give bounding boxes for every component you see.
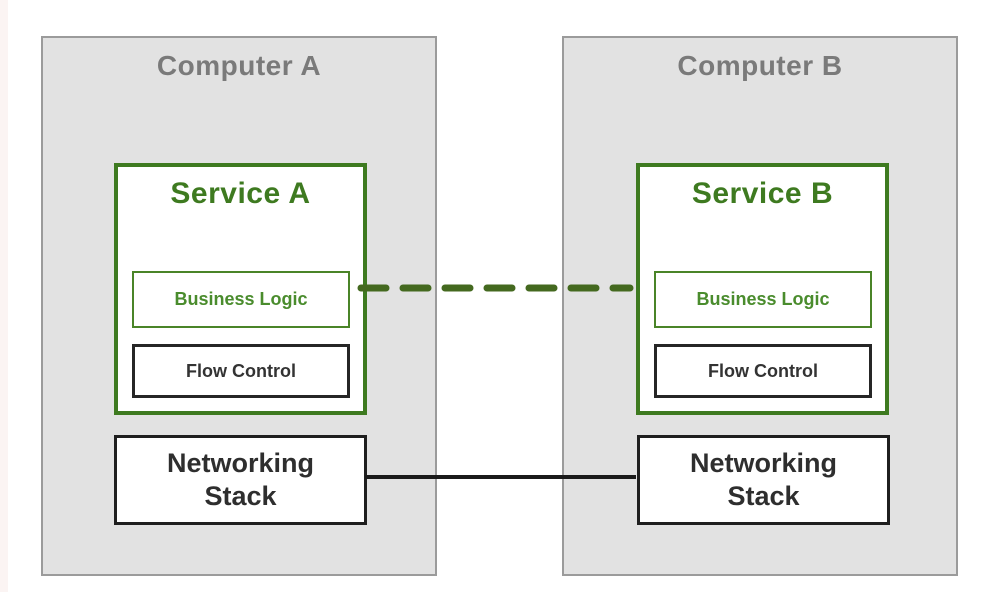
service-b-title: Service B — [691, 177, 834, 210]
service-b-box: Service B Business Logic Flow Control — [636, 163, 889, 415]
business-logic-b-box: Business Logic — [654, 271, 872, 328]
computer-a-box: Computer A Service A Business Logic Flow… — [41, 36, 437, 576]
flow-control-b-box: Flow Control — [654, 344, 872, 398]
computer-b-box: Computer B Service B Business Logic Flow… — [562, 36, 958, 576]
networking-stack-a-box: Networking Stack — [114, 435, 367, 525]
computer-a-title: Computer A — [156, 50, 322, 81]
computer-b-title: Computer B — [677, 50, 843, 81]
service-a-box: Service A Business Logic Flow Control — [114, 163, 367, 415]
service-a-title: Service A — [170, 177, 311, 210]
business-logic-a-box: Business Logic — [132, 271, 350, 328]
flow-control-a-box: Flow Control — [132, 344, 350, 398]
networking-stack-b-box: Networking Stack — [637, 435, 890, 525]
screenshot-edge-artifact — [0, 0, 8, 592]
